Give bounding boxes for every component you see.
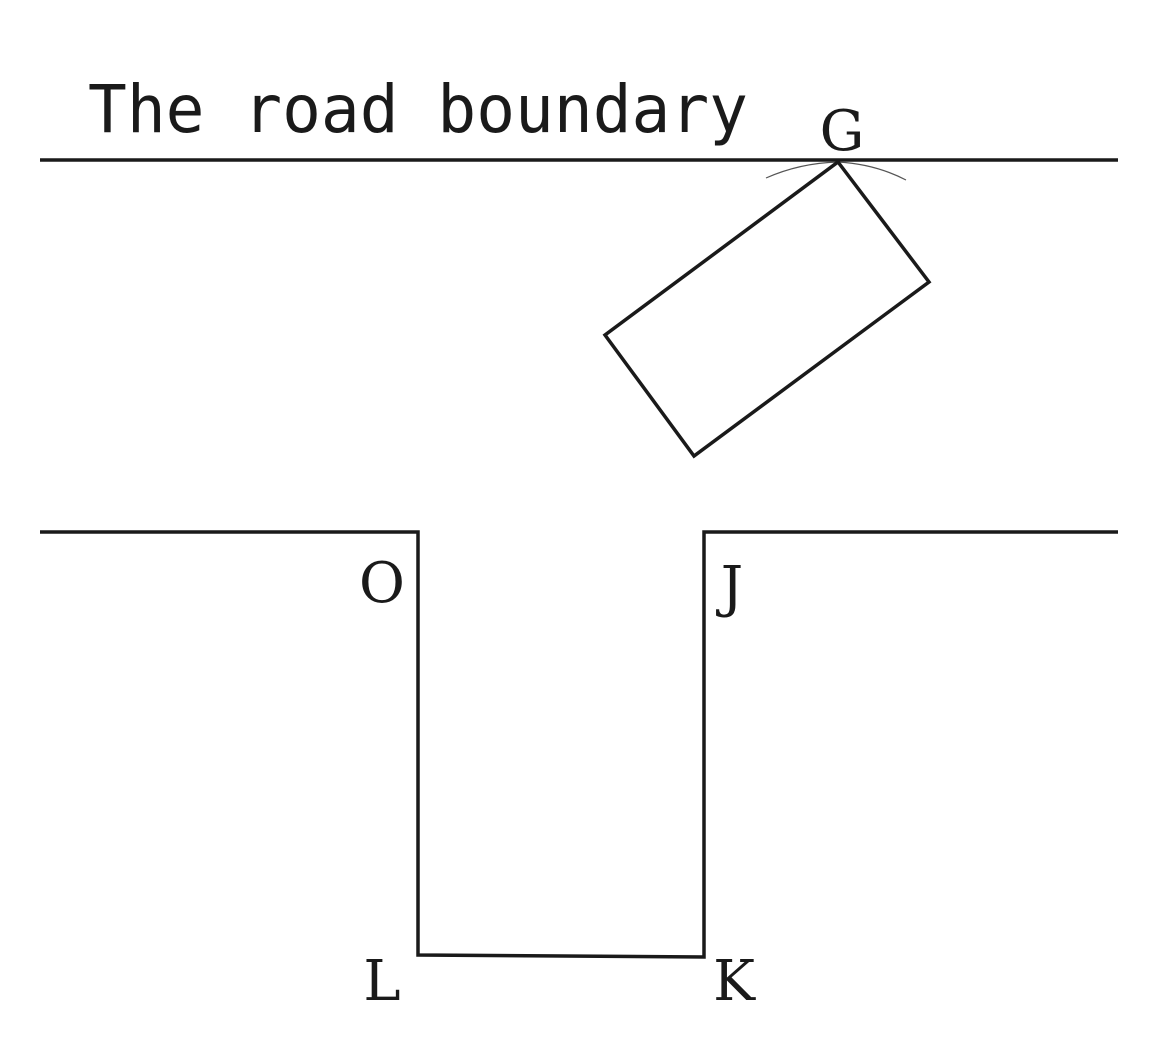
parking-slot-outline: [40, 530, 1118, 959]
point-label-k: K: [713, 949, 756, 1014]
corner-arc-left: [765, 161, 839, 179]
point-label-l: L: [363, 949, 400, 1014]
road-boundary-title: The road boundary: [88, 71, 748, 148]
point-label-g: G: [820, 99, 865, 164]
point-label-j: J: [716, 555, 743, 620]
point-label-o: O: [359, 551, 405, 616]
corner-arc-right: [837, 161, 907, 181]
car-rectangle: [602, 159, 932, 459]
